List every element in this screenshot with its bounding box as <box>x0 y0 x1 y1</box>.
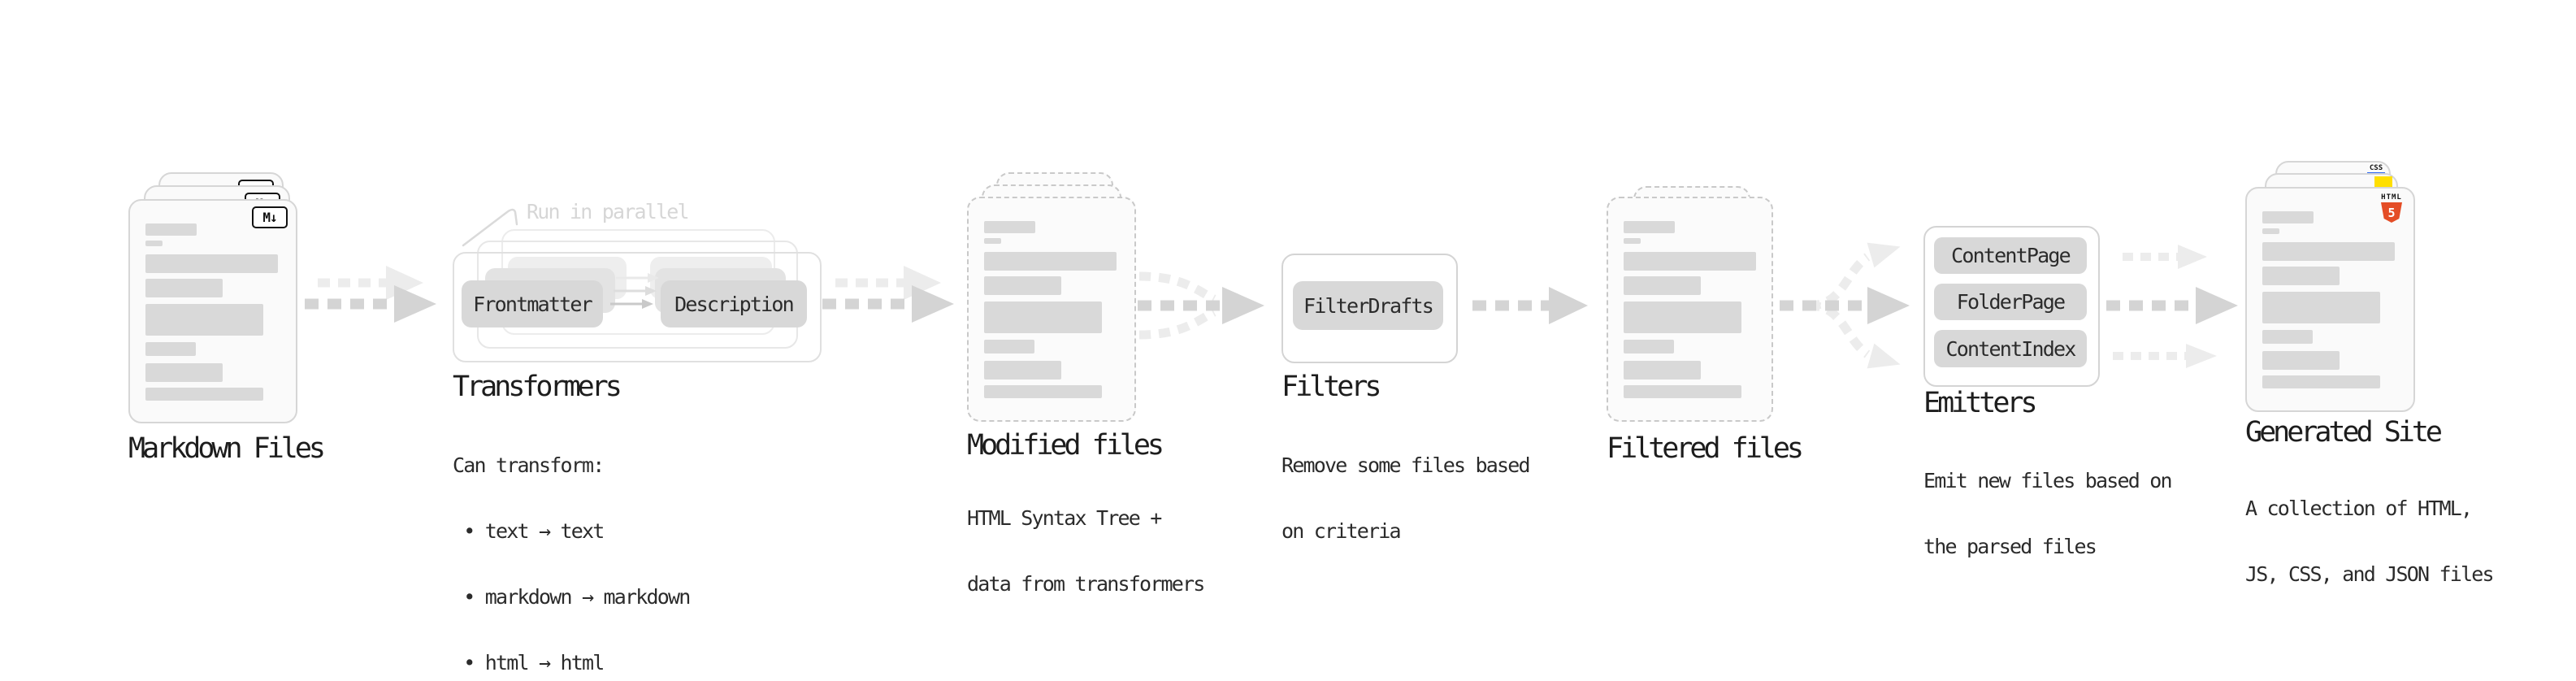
filterdrafts-chip: FilterDrafts <box>1293 281 1443 330</box>
run-in-parallel-note: Run in parallel <box>527 200 690 223</box>
placeholder-bar <box>145 254 278 273</box>
placeholder-bar <box>2262 267 2340 285</box>
mini-arrow-back <box>616 273 659 283</box>
emitters-description: Emit new files based on the parsed files <box>1923 469 2173 558</box>
filtered-files-label: Filtered files <box>1607 432 1804 465</box>
description-chip: Description <box>661 280 807 327</box>
placeholder-bar <box>1624 385 1741 398</box>
javascript-icon <box>2374 176 2392 190</box>
placeholder-bar <box>1624 276 1701 295</box>
placeholder-bar <box>145 241 163 246</box>
placeholder-bar <box>145 363 223 382</box>
placeholder-bar <box>984 301 1102 333</box>
skeleton-bars <box>2262 189 2405 388</box>
placeholder-bar <box>145 304 263 336</box>
placeholder-bar <box>1624 301 1741 333</box>
filters-description: Remove some files based on criteria <box>1281 453 1531 543</box>
placeholder-bar <box>984 221 1035 233</box>
placeholder-bar <box>984 340 1034 354</box>
filters-label: Filters <box>1281 371 1381 403</box>
modified-files-description: HTML Syntax Tree + data from transformer… <box>967 506 1205 596</box>
placeholder-bar <box>984 238 1001 244</box>
arrow-fan-in <box>1138 271 1264 340</box>
arrow-emitter-top <box>2123 245 2207 269</box>
file-card-front: HTML 5 <box>2245 187 2415 412</box>
frontmatter-chip: Frontmatter <box>462 280 603 327</box>
transformers-label: Transformers <box>453 371 622 403</box>
placeholder-bar <box>2262 242 2395 261</box>
transformer-box-front <box>453 252 822 362</box>
placeholder-bar <box>2262 292 2380 323</box>
annotation-bracket <box>462 208 518 247</box>
placeholder-bar <box>1624 340 1674 354</box>
skeleton-bars <box>145 201 288 401</box>
placeholder-bar <box>984 361 1061 380</box>
placeholder-bar <box>984 276 1061 295</box>
placeholder-bar <box>2262 228 2279 234</box>
placeholder-bar <box>1624 221 1675 233</box>
contentpage-chip: ContentPage <box>1934 237 2087 274</box>
arrow-fan-out <box>1780 242 1910 369</box>
skeleton-bars <box>984 198 1126 398</box>
placeholder-bar <box>2262 351 2340 370</box>
placeholder-bar <box>2262 330 2313 344</box>
placeholder-bar <box>2262 211 2314 223</box>
placeholder-bar <box>145 342 196 356</box>
mini-arrow-middle <box>614 286 657 296</box>
arrow-filters-to-filtered <box>1472 287 1588 324</box>
placeholder-bar <box>1624 238 1641 244</box>
transformers-description: Can transform: • text → text • markdown … <box>453 453 691 674</box>
modified-files-label: Modified files <box>967 429 1164 462</box>
arrow-transformers-to-modified <box>822 285 954 323</box>
placeholder-bar <box>1624 252 1756 271</box>
generated-site-label: Generated Site <box>2245 416 2443 449</box>
file-card-front: M↓ <box>128 199 297 423</box>
skeleton-bars <box>1624 198 1763 398</box>
mini-arrow-front <box>610 299 653 309</box>
arrow-markdown-to-transformers <box>305 285 436 323</box>
markdown-files-label: Markdown Files <box>128 432 326 465</box>
markdown-icon: M↓ <box>252 206 288 228</box>
generated-site-description: A collection of HTML, JS, CSS, and JSON … <box>2245 497 2495 586</box>
arrow-emitter-middle <box>2106 287 2238 324</box>
placeholder-bar <box>2262 375 2380 388</box>
contentindex-chip: ContentIndex <box>1934 330 2087 367</box>
placeholder-bar <box>984 252 1117 271</box>
dashed-card-front <box>967 197 1136 422</box>
placeholder-bar <box>145 279 223 297</box>
dashed-card-front <box>1607 197 1773 422</box>
emitters-label: Emitters <box>1923 387 2038 419</box>
html5-icon: HTML 5 <box>2378 193 2405 223</box>
placeholder-bar <box>984 385 1102 398</box>
placeholder-bar <box>1624 361 1701 380</box>
placeholder-bar <box>145 388 263 401</box>
folderpage-chip: FolderPage <box>1934 284 2087 320</box>
placeholder-bar <box>145 223 197 236</box>
arrow-emitter-bottom <box>2113 344 2217 368</box>
